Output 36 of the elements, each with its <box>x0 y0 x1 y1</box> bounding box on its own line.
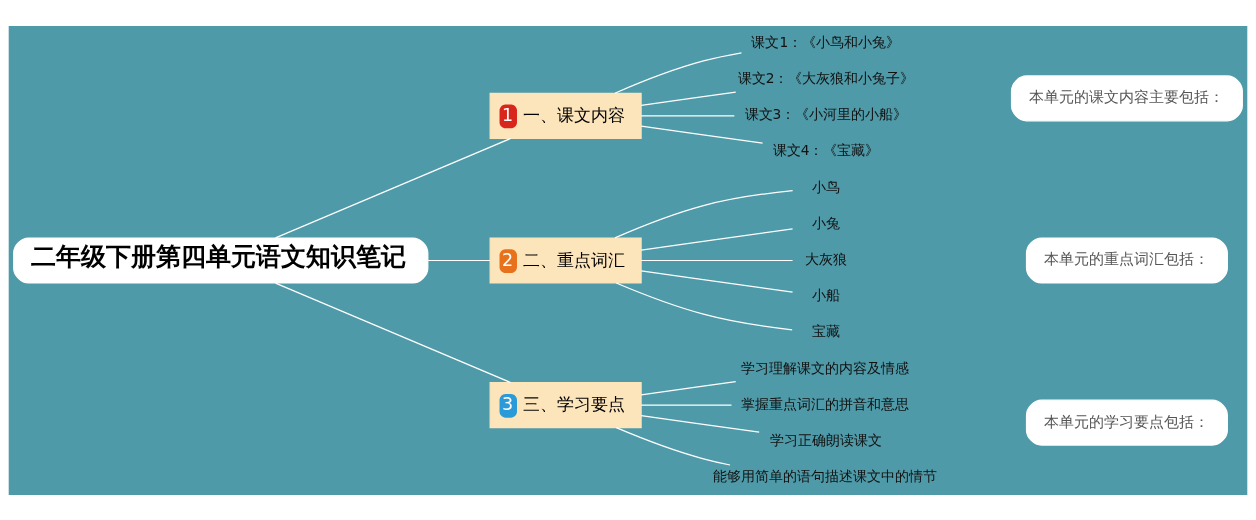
node-box: 二年级下册第四单元语文知识笔记 <box>13 236 429 284</box>
node-box: 1 一、课文内容 <box>489 92 642 139</box>
node-text: 学习正确朗读课文 <box>769 431 882 448</box>
connector <box>640 380 737 395</box>
connector <box>640 114 735 116</box>
connector <box>640 227 794 251</box>
connector <box>274 281 512 383</box>
node-text: 小兔 <box>811 214 840 231</box>
connector <box>427 259 491 261</box>
connector <box>640 259 794 261</box>
connector <box>615 426 731 466</box>
connector <box>274 137 512 239</box>
connector <box>615 281 793 330</box>
node-text: 大灰狼 <box>805 250 848 267</box>
node-box: 3 三、学习要点 <box>489 381 642 428</box>
node-text: 能够用简单的语句描述课文中的情节 <box>713 467 938 484</box>
node-text: 课文3：《小河里的小船》 <box>744 105 908 122</box>
node-box: 本单元的重点词汇包括： <box>1025 236 1228 284</box>
node-text: 学习理解课文的内容及情感 <box>741 359 910 376</box>
connector <box>614 51 743 94</box>
connector <box>640 269 794 293</box>
connector <box>614 189 794 239</box>
connector <box>640 404 733 406</box>
node-text: 课文4：《宝藏》 <box>772 141 880 158</box>
node-box: 2 二、重点词汇 <box>489 236 642 284</box>
node-text: 宝藏 <box>811 322 840 339</box>
connector <box>640 91 737 106</box>
node-text: 掌握重点词汇的拼音和意思 <box>741 395 910 412</box>
node-text: 小船 <box>811 286 840 303</box>
node-box: 本单元的学习要点包括： <box>1025 399 1228 446</box>
connector <box>640 414 760 433</box>
node-text: 课文1：《小鸟和小兔》 <box>751 33 901 50</box>
connector <box>640 125 764 144</box>
node-box: 本单元的课文内容主要包括： <box>1010 74 1243 121</box>
node-text: 课文2：《大灰狼和小兔子》 <box>737 69 915 86</box>
node-text: 小鸟 <box>811 178 840 195</box>
